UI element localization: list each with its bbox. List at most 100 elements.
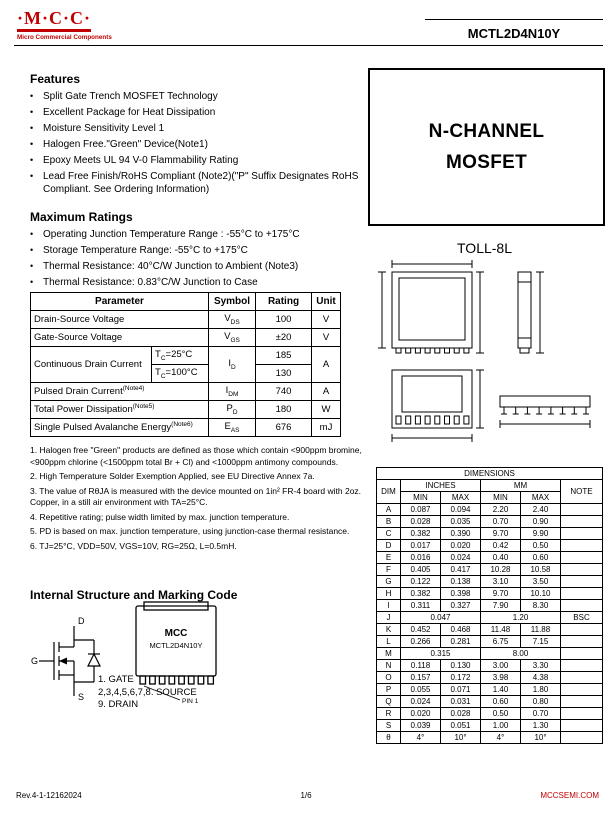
note-item: 2. High Temperature Solder Exemption App…: [30, 471, 315, 481]
mcc-logo-subtitle: Micro Commercial Components: [17, 34, 112, 41]
footer-website: MCCSEMI.COM: [540, 791, 599, 800]
row-pd: Total Power Dissipation(Note5) PD 180 W: [30, 400, 341, 419]
header-rule: [14, 45, 603, 46]
package-profile-drawing: [499, 395, 591, 428]
mcc-logo: ·M·C·C· Micro Commercial Components: [17, 9, 112, 41]
row-idm: Pulsed Drain Current(Note4) IDM 740 A: [30, 382, 341, 401]
bullet-icon: [30, 260, 43, 273]
row-eas: Single Pulsed Avalanche Energy(Note6) EA…: [30, 418, 341, 437]
symbol-cell: ID: [208, 346, 256, 383]
col-parameter: Parameter: [30, 292, 209, 311]
symbol-cell: VGS: [208, 328, 256, 347]
source-terminal-label: S: [78, 692, 84, 702]
symbol-cell: PD: [208, 400, 256, 419]
product-type-line2: MOSFET: [446, 151, 527, 173]
col-symbol: Symbol: [208, 292, 256, 311]
col-inches: INCHES: [400, 479, 481, 492]
ratings-header-row: Parameter Symbol Rating Unit: [30, 292, 341, 311]
unit-cell: W: [311, 400, 341, 419]
note-item: 3. The value of RθJA is measured with th…: [30, 485, 362, 508]
param-cell: Single Pulsed Avalanche Energy(Note6): [30, 418, 209, 437]
dimensions-units-row: DIM INCHES MM NOTE: [376, 479, 603, 504]
pin1-label: PIN 1: [182, 698, 199, 705]
note-item: 1. Halogen free "Green" products are def…: [30, 445, 362, 467]
pin-desc-source: 2,3,4,5,6,7,8. SOURCE: [98, 686, 197, 698]
rating-cell: 185: [255, 346, 312, 365]
package-side-view-drawing: [517, 271, 544, 354]
drain-terminal-label: D: [78, 616, 85, 626]
pin-desc-drain: 9. DRAIN: [98, 699, 139, 710]
features-list: Split Gate Trench MOSFET Technology Exce…: [30, 90, 364, 199]
pin-desc-gate: 1. GATE: [98, 674, 134, 685]
bullet-icon: [30, 228, 43, 241]
package-bottom-view-drawing: [391, 369, 484, 442]
dimensions-table: DIMENSIONS DIM INCHES MM NOTE MIN MAX MI…: [376, 467, 603, 744]
bullet-icon: [30, 276, 43, 289]
marking-line1: MCC: [165, 628, 188, 639]
bullet-icon: [30, 122, 43, 135]
bullet-icon: [30, 138, 43, 151]
dimensions-minmax-row: MIN MAX MIN MAX: [377, 491, 603, 504]
param-cell: Pulsed Drain Current(Note4): [30, 382, 209, 401]
row-vds: Drain-Source Voltage VDS 100 V: [30, 310, 341, 329]
note-item: 4. Repetitive rating; pulse width limite…: [30, 511, 290, 522]
package-outline-drawings: [378, 260, 591, 442]
product-type-line1: N-CHANNEL: [428, 120, 545, 142]
footer-page-number: 1/6: [300, 791, 312, 800]
feature-item: Epoxy Meets UL 94 V-0 Flammability Ratin…: [30, 154, 364, 167]
param-cell: Continuous Drain Current: [30, 346, 152, 383]
col-unit: Unit: [311, 292, 341, 311]
feature-item: Halogen Free."Green" Device(Note1): [30, 138, 364, 151]
note-item: 5. PD is based on max. junction temperat…: [30, 526, 350, 536]
maximum-ratings-list: Operating Junction Temperature Range : -…: [30, 228, 364, 292]
condition-cell: TC=25°C: [151, 346, 209, 365]
dimensions-title-row: DIMENSIONS: [376, 467, 603, 480]
rating-item: Thermal Resistance: 40°C/W Junction to A…: [30, 260, 364, 273]
bullet-icon: [30, 106, 43, 119]
bullet-icon: [30, 90, 43, 103]
gate-terminal-label: G: [31, 656, 38, 666]
col-mm: MM: [480, 479, 561, 492]
rating-cell: 130: [255, 364, 312, 383]
feature-item: Lead Free Finish/RoHS Compliant (Note2)(…: [30, 170, 364, 196]
bullet-icon: [30, 154, 43, 167]
row-id-tc100: TC=100°C 130: [31, 364, 341, 383]
marking-line2: MCTL2D4N10Y: [150, 641, 203, 650]
unit-cell: A: [311, 346, 341, 383]
bullet-icon: [30, 170, 43, 196]
rating-cell: 100: [255, 310, 312, 329]
feature-item: Moisture Sensitivity Level 1: [30, 122, 364, 135]
rating-item: Storage Temperature Range: -55°C to +175…: [30, 244, 364, 257]
feature-item: Excellent Package for Heat Dissipation: [30, 106, 364, 119]
unit-cell: mJ: [311, 418, 341, 437]
param-cell: Drain-Source Voltage: [30, 310, 209, 329]
max-ratings-table: Parameter Symbol Rating Unit Drain-Sourc…: [30, 292, 341, 437]
param-cell: Total Power Dissipation(Note5): [30, 400, 209, 419]
package-top-view-drawing: [378, 260, 484, 354]
bullet-icon: [30, 244, 43, 257]
dimensions-title: DIMENSIONS: [376, 467, 603, 480]
col-rating: Rating: [255, 292, 312, 311]
col-note: NOTE: [560, 479, 603, 504]
col-dim: DIM: [376, 479, 401, 504]
rating-cell: 676: [255, 418, 312, 437]
maximum-ratings-title: Maximum Ratings: [30, 210, 133, 224]
